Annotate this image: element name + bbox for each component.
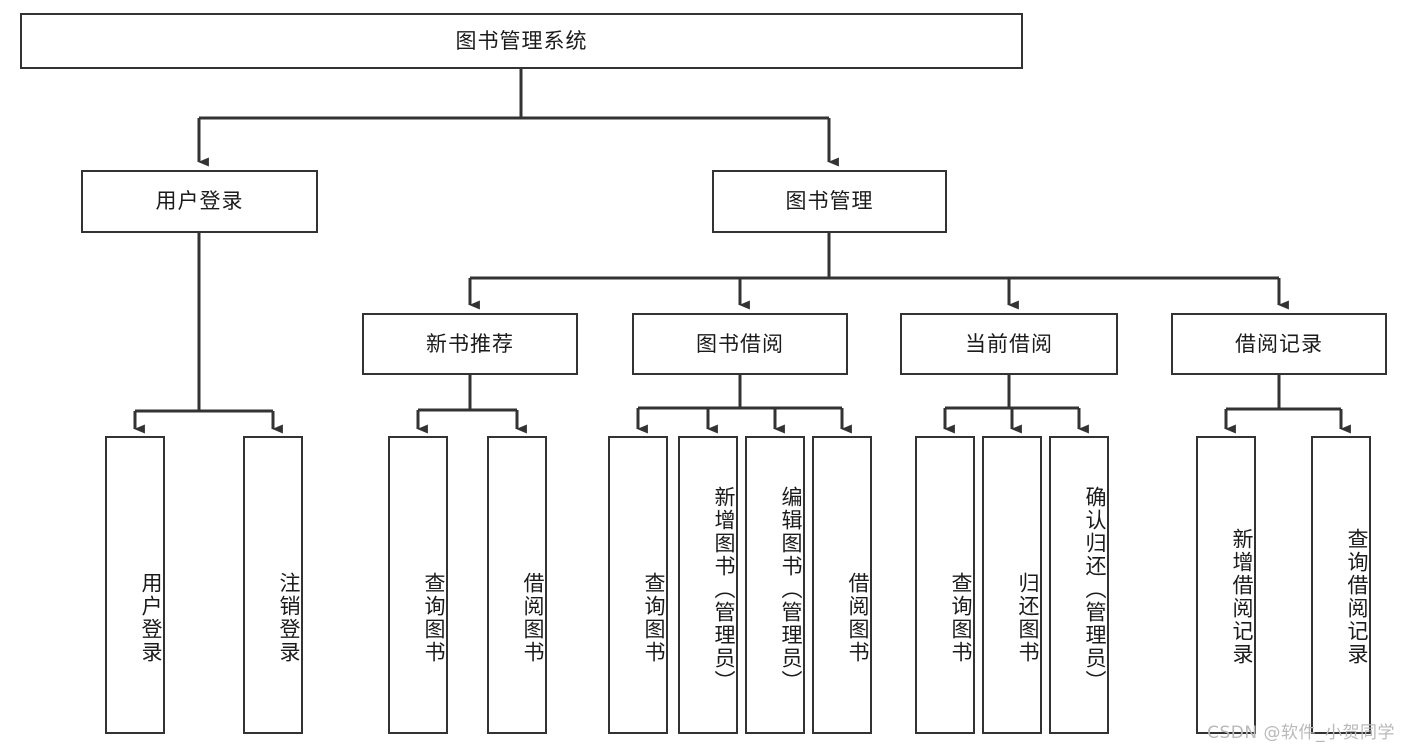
node-leaf-edit-book[interactable]: 编辑图书（管理员） bbox=[745, 436, 805, 734]
node-leaf-query-book-cur[interactable]: 查询图书 bbox=[915, 436, 975, 734]
node-leaf-query-book-cur-label: 查询图书 bbox=[949, 572, 973, 664]
node-leaf-confirm-return-label: 确认归还（管理员） bbox=[1083, 485, 1107, 693]
node-leaf-query-book-borrow-label: 查询图书 bbox=[642, 572, 666, 664]
node-book-borrow-label: 图书借阅 bbox=[696, 331, 784, 356]
node-current-borrow[interactable]: 当前借阅 bbox=[900, 313, 1118, 375]
node-root[interactable]: 图书管理系统 bbox=[20, 13, 1023, 69]
node-user-login[interactable]: 用户登录 bbox=[81, 170, 318, 233]
node-new-book-recommend[interactable]: 新书推荐 bbox=[362, 313, 578, 375]
node-leaf-borrow-book-rec[interactable]: 借阅图书 bbox=[487, 436, 547, 734]
csdn-watermark: CSDN @软件_小贺同学 bbox=[1207, 723, 1395, 743]
node-root-label: 图书管理系统 bbox=[455, 28, 588, 53]
node-leaf-borrow-book-label: 借阅图书 bbox=[846, 572, 870, 664]
node-leaf-add-book-label: 新增图书（管理员） bbox=[712, 485, 736, 693]
node-borrow-record[interactable]: 借阅记录 bbox=[1171, 313, 1387, 375]
node-borrow-record-label: 借阅记录 bbox=[1235, 331, 1323, 356]
node-book-borrow[interactable]: 图书借阅 bbox=[632, 313, 848, 375]
node-leaf-confirm-return[interactable]: 确认归还（管理员） bbox=[1049, 436, 1109, 734]
node-book-manage-label: 图书管理 bbox=[785, 189, 874, 214]
node-leaf-return-book[interactable]: 归还图书 bbox=[982, 436, 1042, 734]
node-leaf-logout[interactable]: 注销登录 bbox=[243, 436, 303, 734]
node-current-borrow-label: 当前借阅 bbox=[965, 331, 1053, 356]
node-leaf-query-book-borrow[interactable]: 查询图书 bbox=[608, 436, 668, 734]
node-leaf-query-book-rec-label: 查询图书 bbox=[422, 572, 446, 664]
node-leaf-user-login[interactable]: 用户登录 bbox=[105, 436, 165, 734]
node-leaf-edit-book-label: 编辑图书（管理员） bbox=[779, 485, 803, 693]
node-leaf-query-record-label: 查询借阅记录 bbox=[1345, 528, 1369, 666]
node-leaf-add-record-label: 新增借阅记录 bbox=[1230, 528, 1254, 666]
node-leaf-query-book-rec[interactable]: 查询图书 bbox=[388, 436, 448, 734]
node-leaf-add-record[interactable]: 新增借阅记录 bbox=[1196, 436, 1256, 734]
node-leaf-return-book-label: 归还图书 bbox=[1016, 572, 1040, 664]
node-leaf-user-login-label: 用户登录 bbox=[139, 572, 163, 664]
node-leaf-borrow-book[interactable]: 借阅图书 bbox=[812, 436, 872, 734]
node-leaf-borrow-book-rec-label: 借阅图书 bbox=[521, 572, 545, 664]
node-leaf-query-record[interactable]: 查询借阅记录 bbox=[1311, 436, 1371, 734]
node-book-manage[interactable]: 图书管理 bbox=[712, 170, 947, 233]
node-leaf-add-book[interactable]: 新增图书（管理员） bbox=[678, 436, 738, 734]
node-user-login-label: 用户登录 bbox=[155, 189, 244, 214]
node-leaf-logout-label: 注销登录 bbox=[277, 572, 301, 664]
node-new-book-recommend-label: 新书推荐 bbox=[426, 331, 514, 356]
